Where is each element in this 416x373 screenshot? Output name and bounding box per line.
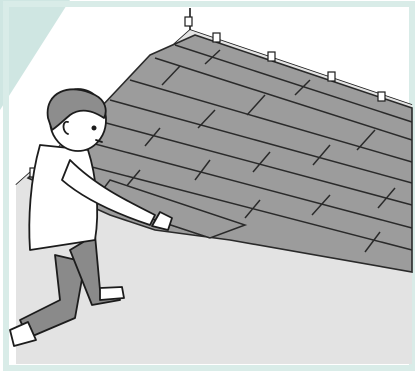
flooring-illustration	[0, 0, 416, 373]
illustration-canvas	[0, 0, 416, 373]
